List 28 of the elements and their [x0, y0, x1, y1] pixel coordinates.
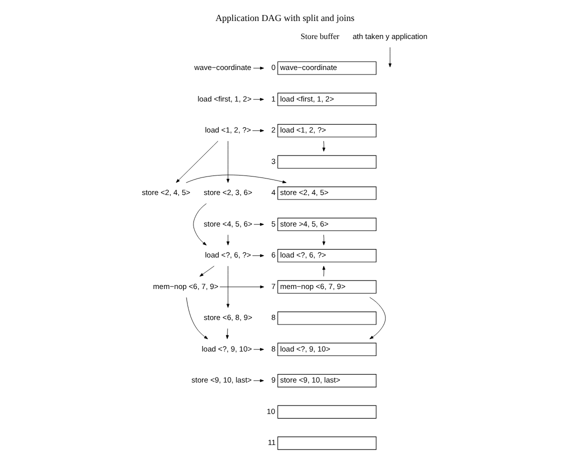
node-box	[276, 436, 376, 450]
arrow	[252, 66, 264, 70]
arrow	[226, 265, 229, 308]
arrow	[186, 296, 208, 339]
arrow	[192, 202, 206, 245]
arrow	[252, 378, 264, 382]
arrow	[226, 234, 229, 245]
arrow	[322, 265, 325, 276]
arrow	[225, 328, 228, 339]
node-box	[276, 154, 376, 168]
diagram-title: Application DAG with split and joins	[215, 14, 354, 24]
arrow	[252, 347, 264, 350]
node-box	[276, 404, 376, 418]
arrow	[219, 284, 264, 288]
arrow	[252, 128, 264, 132]
arrow	[388, 46, 391, 67]
arrow	[253, 222, 264, 226]
arrow	[322, 140, 325, 152]
arrow	[252, 254, 264, 257]
arrow	[369, 296, 386, 339]
arrow	[322, 234, 325, 245]
arrow	[252, 97, 264, 100]
arrow	[185, 174, 286, 183]
arrow	[226, 140, 229, 182]
node-box	[276, 311, 376, 324]
label: Store buffer	[300, 32, 339, 41]
arrow	[199, 265, 214, 276]
arrow	[175, 140, 218, 182]
